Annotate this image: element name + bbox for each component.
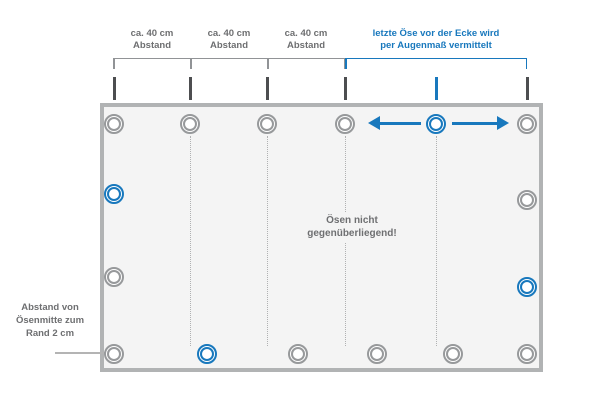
bracket-tick [343, 57, 345, 69]
eyelet-gray [180, 114, 200, 134]
arrow-right-icon [452, 116, 509, 130]
eyelet-gray [257, 114, 277, 134]
corner-note-line2: per Augenmaß vermittelt [380, 40, 492, 51]
position-tick [265, 77, 269, 100]
bracket-tick [345, 57, 347, 69]
eyelet-blue [104, 184, 124, 204]
bracket-tick [525, 57, 527, 69]
leader-line [55, 352, 118, 354]
guide-dotted-line [436, 136, 437, 346]
measure-bracket-blue [345, 57, 527, 70]
eyelet-gray [104, 344, 124, 364]
center-note-line2: gegenüberliegend! [307, 228, 397, 239]
arrow-head [368, 116, 380, 130]
edge-note-line3: Rand 2 cm [25, 328, 75, 339]
eyelet-blue [197, 344, 217, 364]
eyelet-gray [335, 114, 355, 134]
eyelet-gray [104, 114, 124, 134]
eyelet-blue [517, 277, 537, 297]
guide-dotted-line [190, 136, 191, 346]
position-tick [343, 77, 347, 100]
eyelet-gray [443, 344, 463, 364]
position-tick [112, 77, 116, 100]
position-tick [525, 77, 529, 100]
guide-dotted-line [267, 136, 268, 346]
arrow-head [497, 116, 509, 130]
bracket-tick [190, 57, 192, 69]
arrow-shaft [378, 121, 421, 125]
eyelet-blue [426, 114, 446, 134]
eyelet-gray [367, 344, 387, 364]
arrow-left-icon [368, 116, 421, 130]
edge-note-line2: Ösenmitte zum [15, 315, 85, 326]
arrow-shaft [452, 121, 499, 125]
position-tick [188, 77, 192, 100]
measure-bracket-gray [113, 57, 345, 70]
center-note: Ösen nicht gegenüberliegend! [282, 212, 422, 242]
position-tick-highlight [434, 77, 438, 100]
bracket-tick [267, 57, 269, 69]
center-note-line1: Ösen nicht [326, 215, 378, 226]
eyelet-gray [104, 267, 124, 287]
eyelet-gray [517, 114, 537, 134]
edge-note: Abstand von Ösenmitte zum Rand 2 cm [4, 301, 96, 340]
eyelet-gray [288, 344, 308, 364]
eyelet-gray [517, 190, 537, 210]
eyelet-gray [517, 344, 537, 364]
edge-note-line1: Abstand von [21, 302, 79, 313]
corner-note: letzte Öse vor der Ecke wird per Augenma… [326, 28, 546, 52]
bracket-tick [113, 57, 115, 69]
corner-note-line1: letzte Öse vor der Ecke wird [372, 28, 500, 39]
